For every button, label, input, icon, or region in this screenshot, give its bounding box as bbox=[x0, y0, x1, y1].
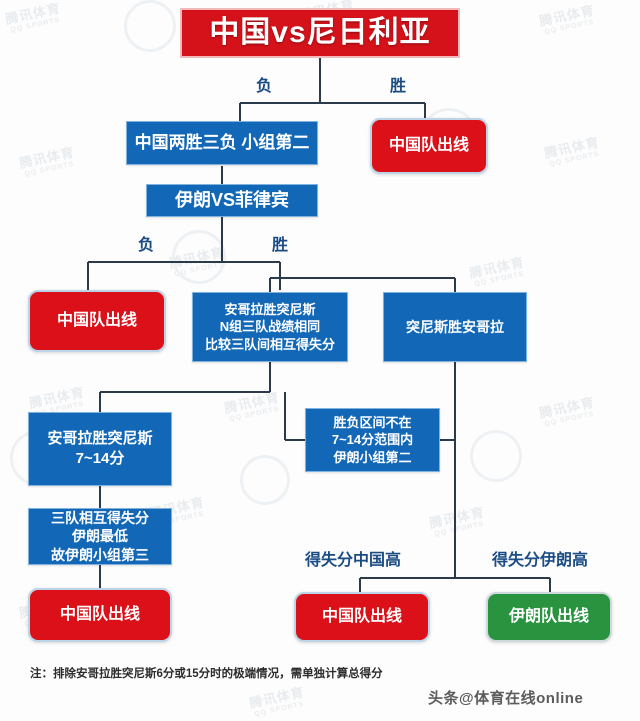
node-line: 三队相互得失分 bbox=[51, 509, 149, 526]
page-title: 中国vs尼日利亚 bbox=[180, 8, 460, 58]
node-margin-out-of-range: 胜负区间不在 7~14分范围内 伊朗小组第二 bbox=[305, 408, 440, 472]
node-china-qualify-bottom-mid: 中国队出线 bbox=[294, 592, 430, 642]
node-line: N组三队战绩相同 bbox=[219, 319, 321, 335]
node-iran-vs-philippines: 伊朗VS菲律宾 bbox=[146, 184, 318, 217]
node-china-qualify-top: 中国队出线 bbox=[370, 118, 488, 174]
edge-label-win-1: 胜 bbox=[390, 78, 407, 95]
node-line: 7~14分 bbox=[75, 450, 125, 467]
node-iran-third: 三队相互得失分 伊朗最低 故伊朗小组第三 bbox=[28, 508, 172, 565]
edge-label-lose-2: 负 bbox=[138, 237, 155, 254]
node-line: 胜负区间不在 bbox=[333, 415, 412, 431]
footer-credit: 头条@体育在线online bbox=[428, 690, 584, 707]
node-iran-qualify: 伊朗队出线 bbox=[486, 592, 612, 642]
node-angola-beats-tunisia: 安哥拉胜突尼斯 N组三队战绩相同 比较三队间相互得失分 bbox=[192, 292, 348, 362]
node-china-second: 中国两胜三负 小组第二 bbox=[126, 121, 318, 165]
node-line: 伊朗小组第二 bbox=[333, 449, 412, 465]
node-line: 安哥拉胜突尼斯 bbox=[224, 302, 316, 318]
node-angola-margin: 安哥拉胜突尼斯 7~14分 bbox=[28, 412, 172, 486]
footer-note: 注：排除安哥拉胜突尼斯6分或15分时的极端情况，需单独计算总得分 bbox=[30, 668, 383, 680]
node-line: 伊朗最低 bbox=[72, 528, 128, 545]
edge-label-china-higher: 得失分中国高 bbox=[305, 552, 402, 569]
node-china-qualify-left: 中国队出线 bbox=[28, 290, 166, 352]
edge-label-iran-higher: 得失分伊朗高 bbox=[492, 552, 589, 569]
node-china-qualify-bottom-left: 中国队出线 bbox=[28, 588, 172, 642]
node-line: 7~14分范围内 bbox=[331, 432, 414, 448]
node-tunisia-beats-angola: 突尼斯胜安哥拉 bbox=[383, 292, 527, 362]
node-line: 故伊朗小组第三 bbox=[51, 546, 149, 563]
node-line: 安哥拉胜突尼斯 bbox=[47, 430, 153, 448]
node-line: 比较三队间相互得失分 bbox=[204, 336, 335, 352]
edge-label-win-2: 胜 bbox=[272, 237, 289, 254]
edge-label-lose-1: 负 bbox=[256, 78, 273, 95]
